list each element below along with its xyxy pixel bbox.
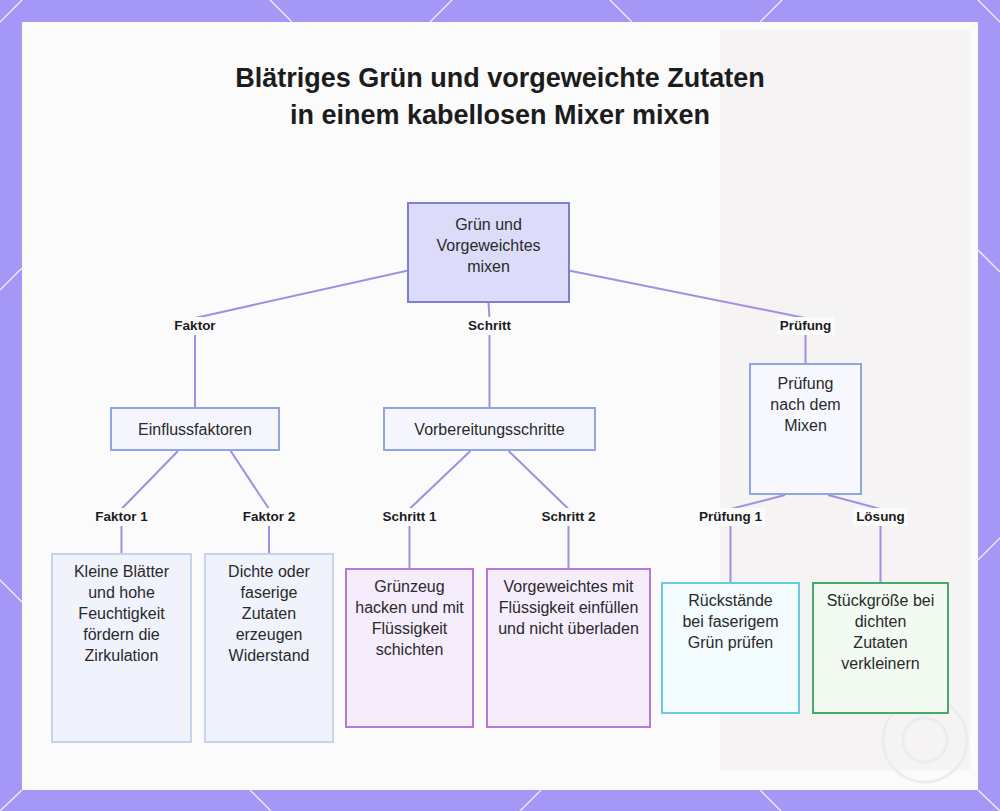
root-box: Grün und Vorgeweichtes mixen (407, 202, 570, 303)
node-text: Grünzeug hacken und mit Flüssigkeit schi… (355, 576, 464, 660)
edge-label: Faktor (171, 317, 218, 335)
diagram-title: Blätriges Grün und vorgeweichte Zutaten … (225, 60, 775, 134)
edge-label: Faktor 1 (92, 508, 151, 526)
connector-line (195, 271, 407, 407)
edge-label: Faktor 2 (240, 508, 299, 526)
topic-box: Vorbereitungsschritte (383, 407, 596, 451)
edge-label: Schritt 2 (538, 508, 598, 526)
edge-label: Schritt 1 (379, 508, 439, 526)
topic-box: Vorgeweichtes mit Flüssigkeit einfüllen … (486, 568, 651, 728)
node-text: Rückstände bei faserigem Grün prüfen (677, 590, 784, 653)
connector-line (231, 451, 269, 553)
topic-box: Einflussfaktoren (110, 407, 280, 451)
edge-label: Prüfung 1 (696, 508, 765, 526)
node-text: Grün und Vorgeweichtes mixen (417, 214, 560, 277)
connector-line (570, 271, 806, 363)
node-text: Vorbereitungsschritte (414, 419, 564, 440)
node-text: Prüfung nach dem Mixen (759, 373, 852, 436)
topic-box: Rückstände bei faserigem Grün prüfen (661, 582, 800, 714)
node-text: Kleine Blätter und hohe Feuchtigkeit för… (61, 561, 182, 666)
node-text: Einflussfaktoren (138, 419, 252, 440)
connector-line (122, 451, 179, 553)
node-text: Stückgröße bei dichten Zutaten verkleine… (826, 590, 935, 674)
edge-label: Prüfung (777, 317, 835, 335)
edge-label: Lösung (853, 508, 908, 526)
edge-label: Schritt (465, 317, 514, 335)
node-text: Dichte oder faserige Zutaten erzeugen Wi… (214, 561, 324, 666)
watermark-logo (903, 718, 947, 762)
topic-box: Dichte oder faserige Zutaten erzeugen Wi… (204, 553, 334, 743)
canvas-area (22, 22, 978, 790)
topic-box: Kleine Blätter und hohe Feuchtigkeit för… (51, 553, 192, 743)
topic-box: Prüfung nach dem Mixen (749, 363, 862, 495)
topic-box: Grünzeug hacken und mit Flüssigkeit schi… (345, 568, 474, 728)
topic-box: Stückgröße bei dichten Zutaten verkleine… (812, 582, 949, 714)
node-text: Vorgeweichtes mit Flüssigkeit einfüllen … (498, 576, 639, 639)
